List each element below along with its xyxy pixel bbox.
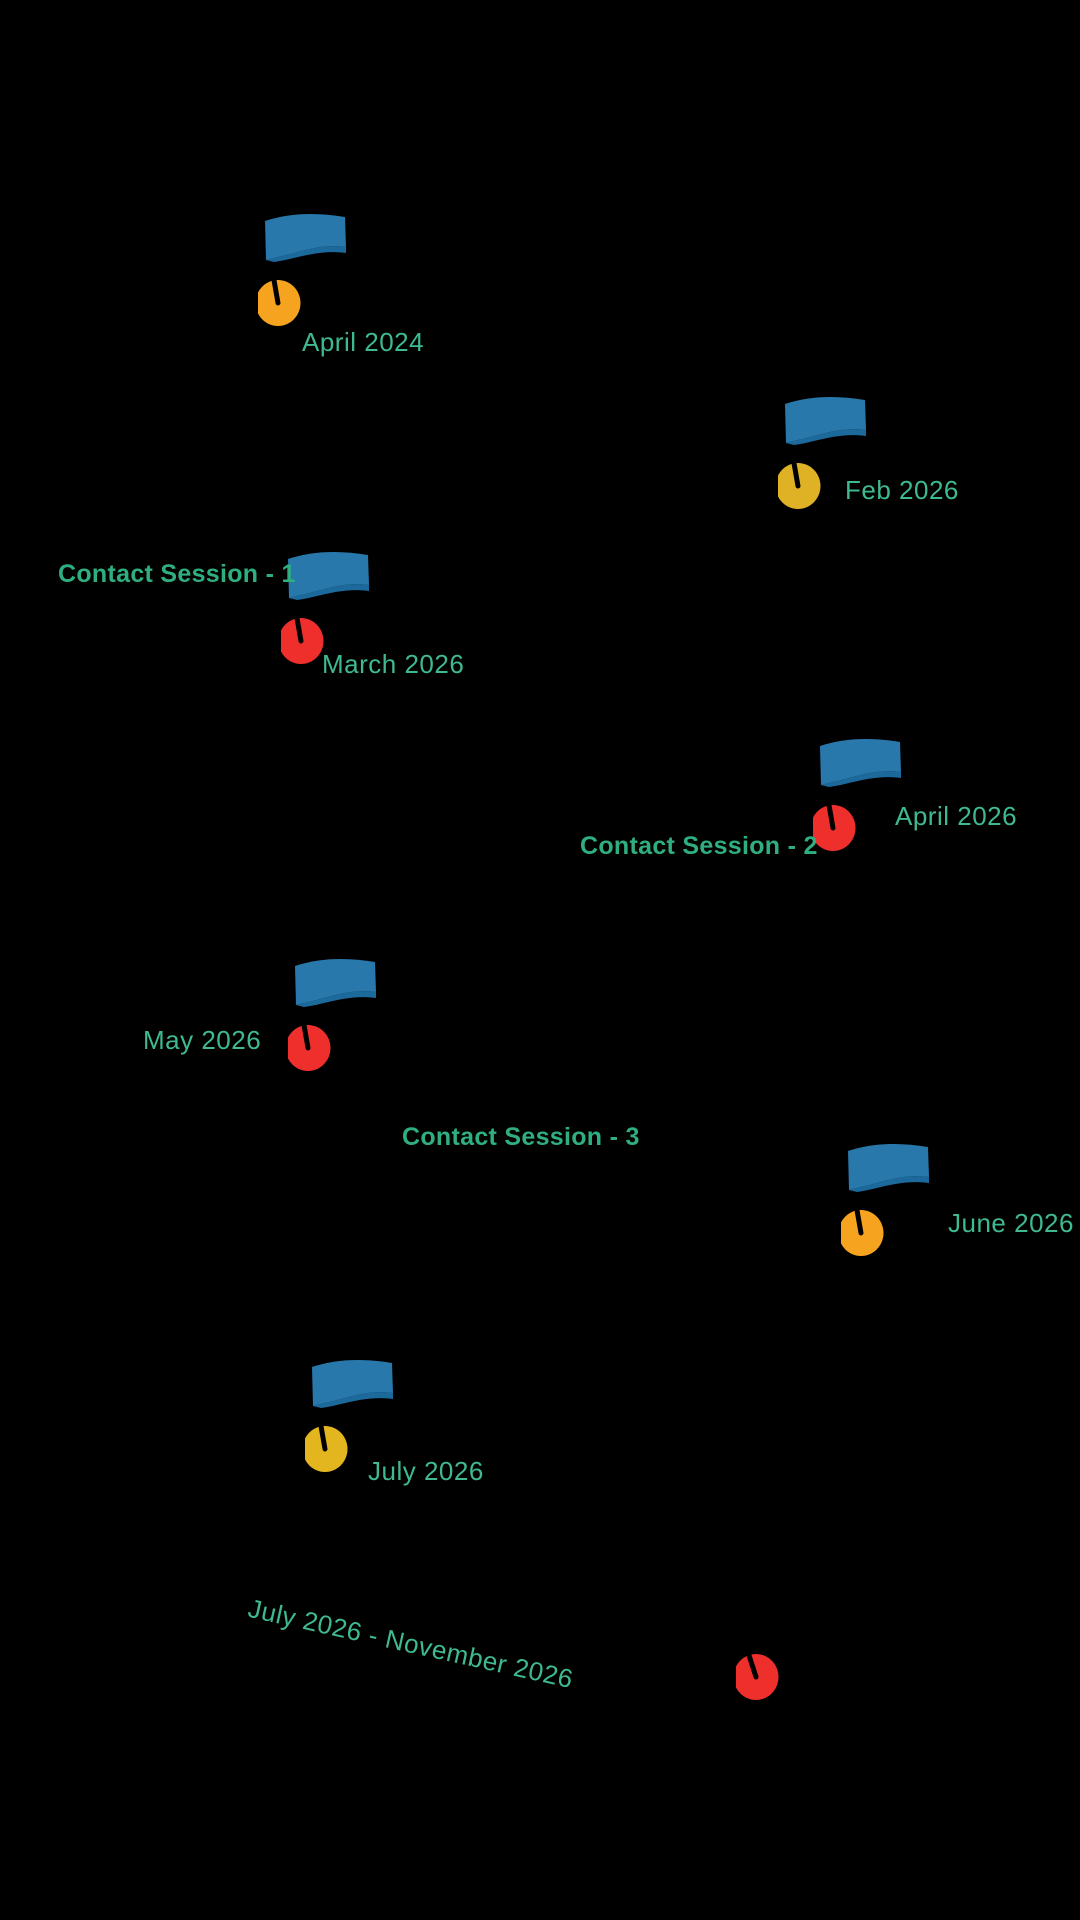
contact-session-label: Contact Session - 1	[58, 560, 296, 588]
flag-icon	[288, 551, 369, 600]
milestone-end-point	[736, 1583, 866, 1713]
milestone-date-label: April 2024	[302, 327, 425, 357]
contact-session-label: Contact Session - 2	[580, 832, 818, 860]
date-range-label: July 2026 - November 2026	[245, 1593, 577, 1695]
contact-session-label: Contact Session - 3	[402, 1123, 640, 1151]
milestone-april-2024	[258, 209, 388, 339]
milestone-feb-2026	[778, 392, 908, 522]
flag-icon	[785, 396, 866, 445]
flag-icon	[312, 1359, 393, 1408]
flagpole	[788, 443, 801, 489]
milestone-march-2026	[281, 547, 411, 677]
flag-icon	[265, 213, 346, 262]
milestone-date-label: May 2026	[143, 1025, 262, 1055]
flag-icon	[820, 738, 901, 787]
flagpole	[298, 1005, 311, 1051]
milestone-date-label: July 2026	[368, 1456, 484, 1486]
flagpole	[291, 598, 304, 644]
milestone-date-label: Feb 2026	[845, 475, 959, 505]
flagpole	[851, 1190, 864, 1236]
milestone-june-2026	[841, 1139, 971, 1269]
flagpole	[315, 1406, 328, 1452]
flag-icon	[295, 958, 376, 1007]
flagpole	[268, 260, 281, 306]
flag-icon	[848, 1143, 929, 1192]
milestone-may-2026	[288, 954, 418, 1084]
milestone-date-label: March 2026	[322, 649, 465, 679]
milestone-april-2026	[813, 734, 943, 864]
milestone-july-2026	[305, 1355, 435, 1485]
flagpole	[823, 785, 836, 831]
milestone-date-label: April 2026	[895, 801, 1018, 831]
flagpole	[744, 1646, 759, 1680]
milestone-date-label: June 2026	[948, 1208, 1074, 1238]
